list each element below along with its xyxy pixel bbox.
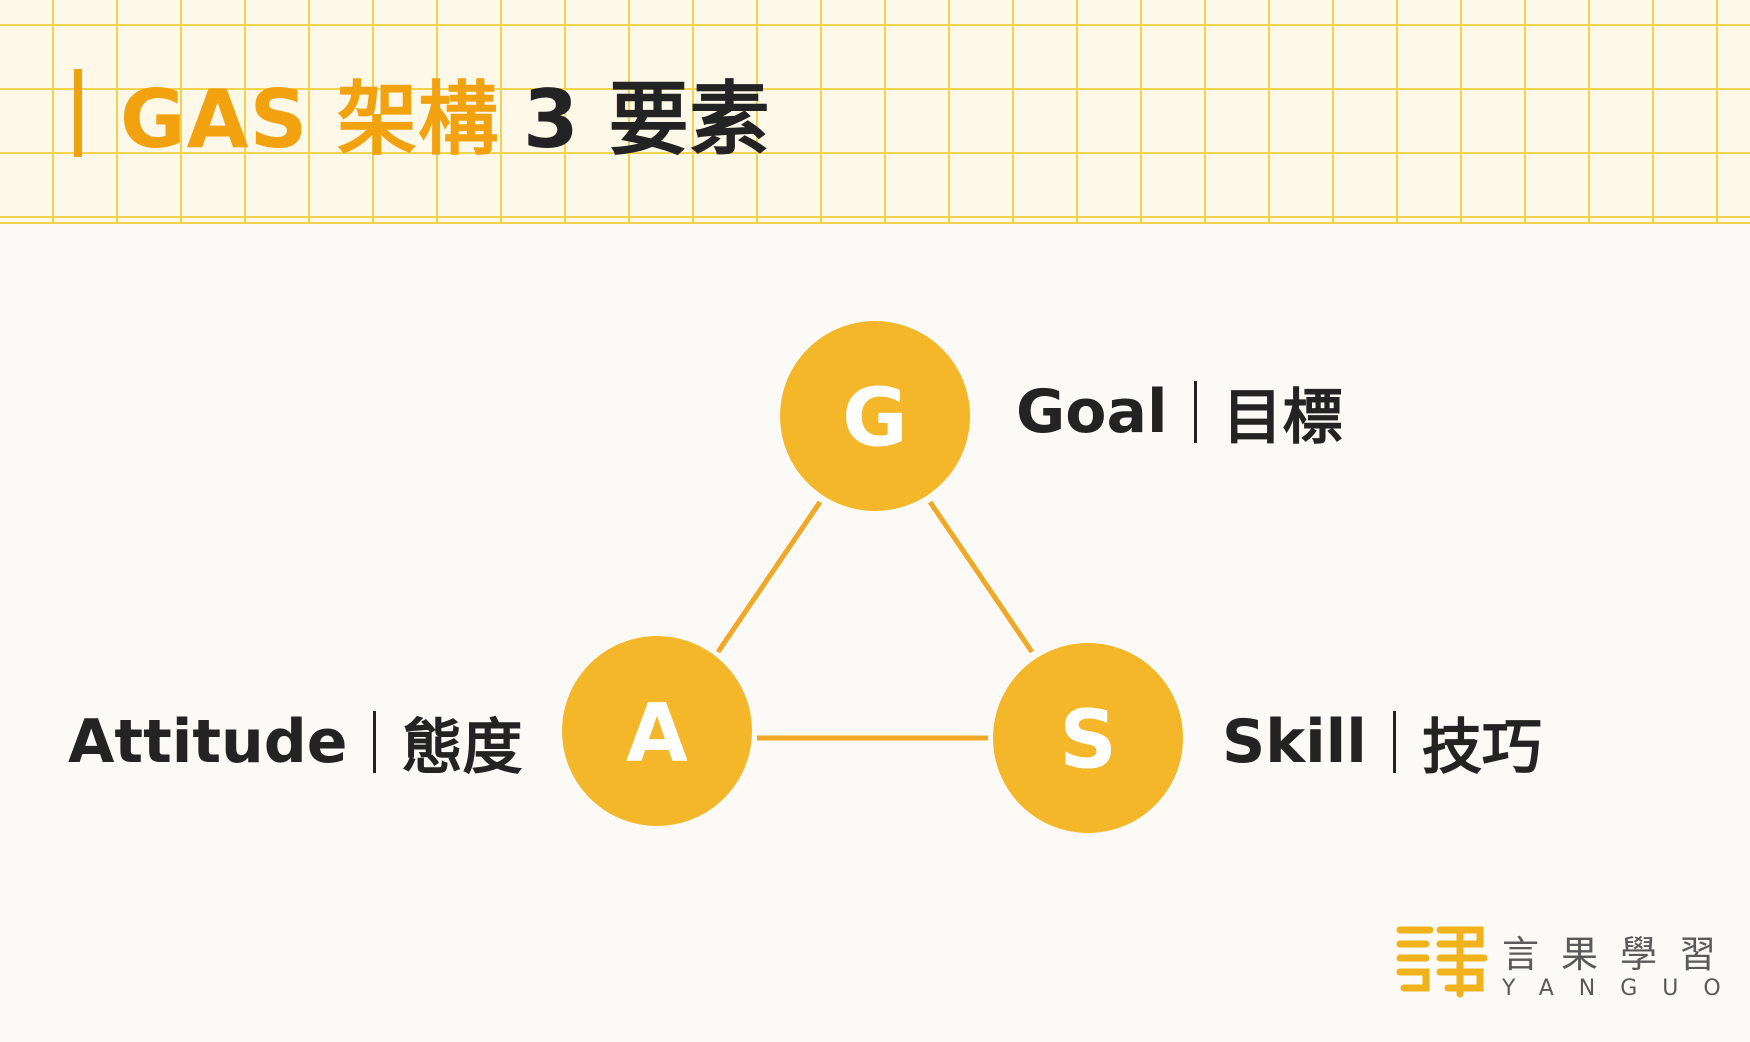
node-g-label-en: Goal [1016,377,1168,447]
logo-name: 言果學習 [1502,933,1738,976]
node-a-circle [562,636,752,826]
node-g-letter: G [842,372,908,465]
node-s-label-en: Skill [1222,707,1367,777]
edge-g-a [715,500,823,654]
label-separator [373,711,377,773]
logo-latin: YANGUO [1502,976,1746,1001]
edge-g-s [927,500,1035,654]
node-a-label-en: Attitude [68,707,348,777]
label-separator [1193,381,1197,443]
node-g-label-zh: 目標 [1222,382,1343,453]
node-g-circle [780,321,970,511]
page-title: GAS 架構 3 要素 [74,68,771,166]
node-a-label-zh: 態度 [402,712,523,783]
title-accent-text: GAS 架構 [120,73,500,166]
title-accent-bar [74,69,82,157]
title-rest-text: 3 要素 [523,73,771,166]
node-s-label: Skill 技巧 [1222,707,1542,783]
node-a-label: Attitude 態度 [68,707,522,783]
node-a-letter: A [626,687,688,780]
node-s-circle [993,643,1183,833]
label-separator [1392,711,1396,773]
grid-header-background [0,0,1750,224]
node-s-letter: S [1059,694,1117,787]
node-g-label: Goal 目標 [1016,377,1343,453]
yanguo-logo-mark [1396,926,1488,998]
node-s-label-zh: 技巧 [1421,712,1542,783]
